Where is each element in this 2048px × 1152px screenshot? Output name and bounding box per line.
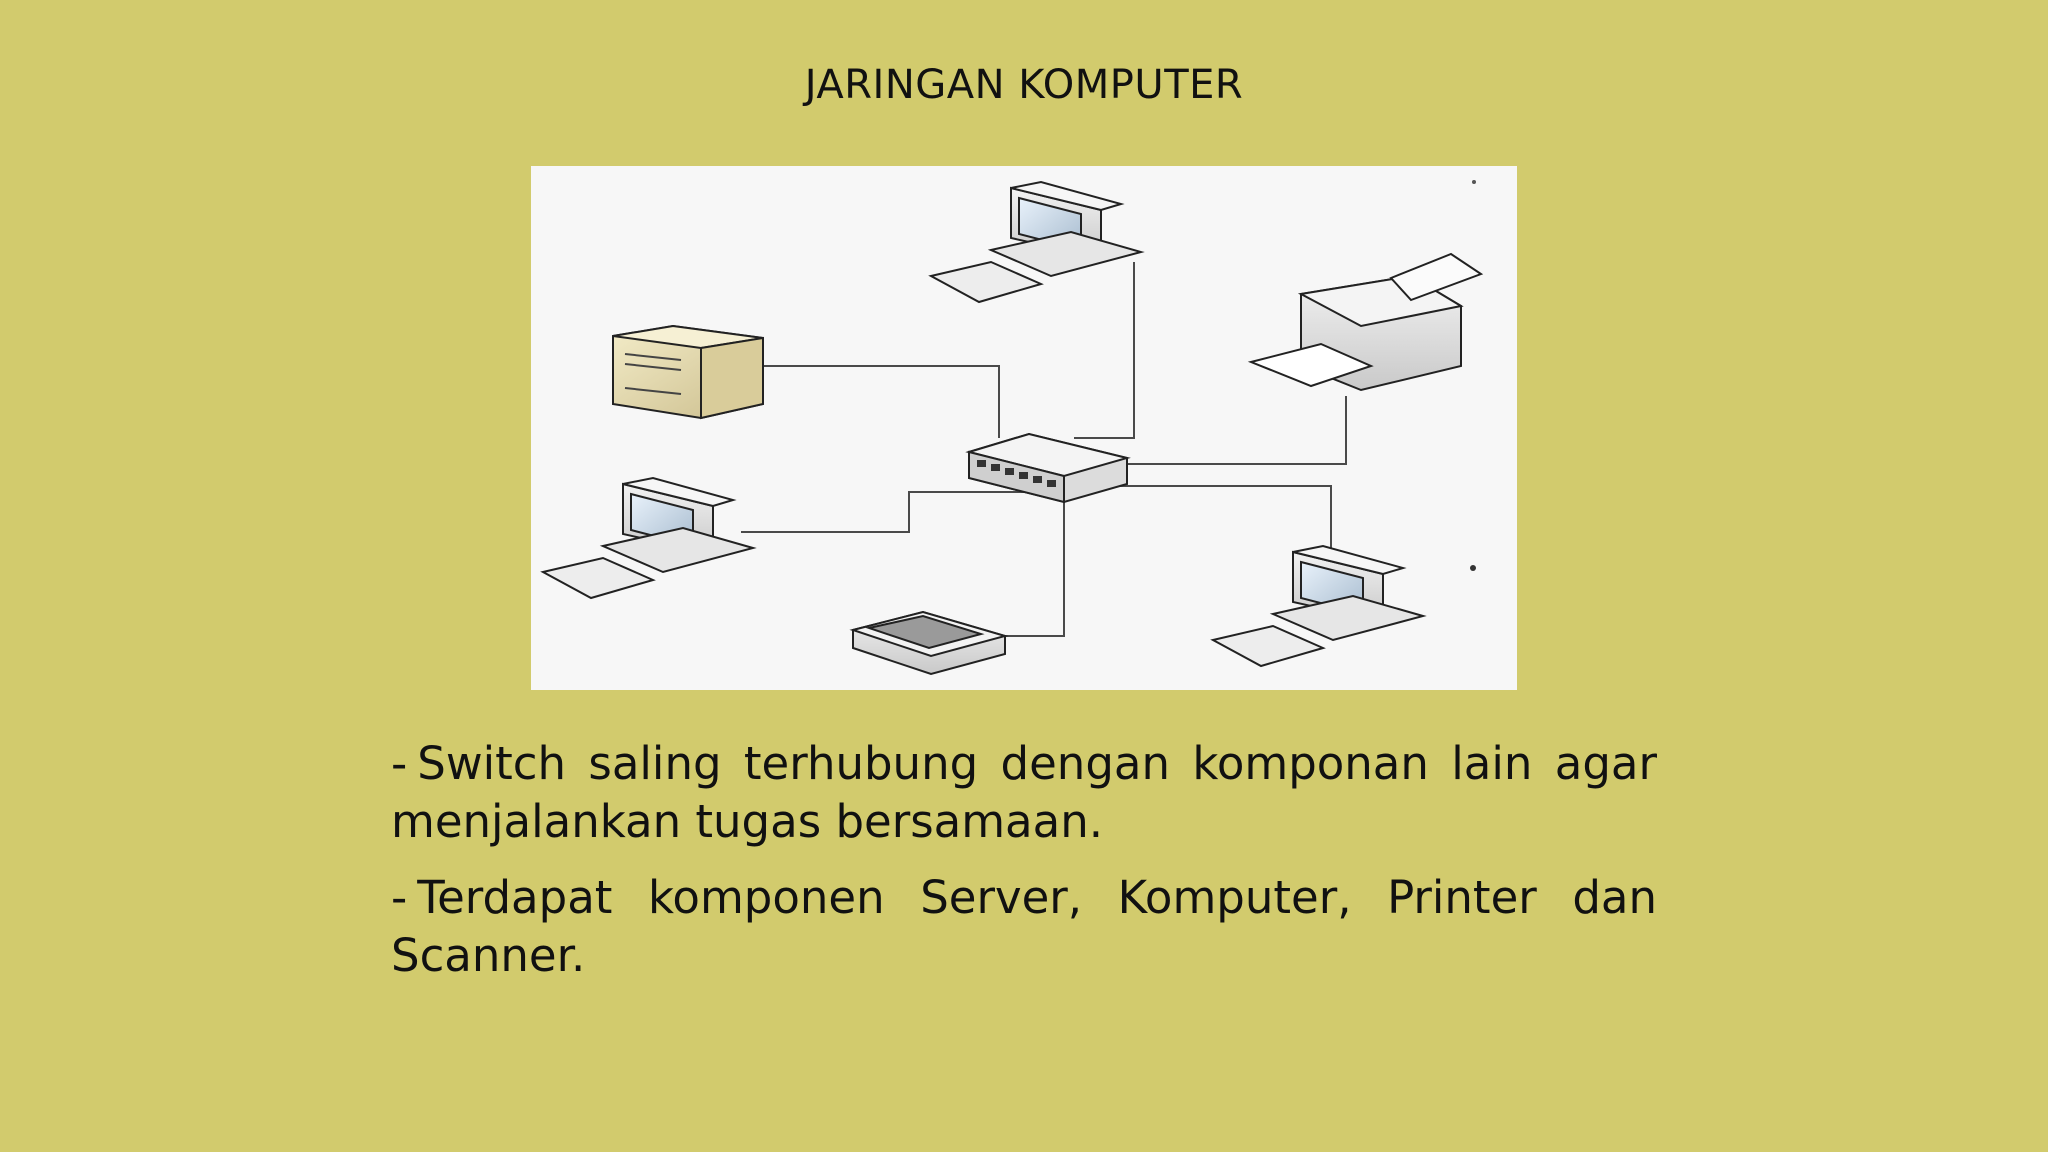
- slide-title: JARINGAN KOMPUTER: [804, 62, 1244, 108]
- link-switch-computer-left: [741, 491, 1051, 533]
- dot-mark: [1470, 565, 1476, 571]
- bullet-item: -Switch saling terhubung dengan komponan…: [391, 735, 1657, 851]
- link-switch-printer: [1123, 396, 1347, 465]
- bullet-marker: -: [391, 871, 408, 924]
- network-diagram: [531, 166, 1517, 690]
- bullet-marker: -: [391, 737, 408, 790]
- bullet-text: Switch saling terhubung dengan komponan …: [391, 737, 1657, 848]
- desktop-computer-icon: [928, 180, 1145, 304]
- dot-mark: [1472, 180, 1476, 184]
- link-switch-server: [761, 365, 1000, 438]
- bullet-item: -Terdapat komponen Server, Komputer, Pri…: [391, 869, 1657, 985]
- desktop-computer-icon: [540, 476, 757, 600]
- connection-lines: [741, 262, 1347, 637]
- desktop-computer-icon: [1210, 544, 1427, 668]
- bullet-list: -Switch saling terhubung dengan komponan…: [391, 735, 1657, 1003]
- network-switch-icon: [965, 432, 1131, 504]
- scanner-icon: [849, 610, 1009, 676]
- link-switch-scanner: [1001, 496, 1065, 637]
- network-diagram-svg: [540, 180, 1484, 676]
- printer-icon: [1247, 252, 1484, 392]
- server-tower-icon: [612, 324, 764, 420]
- link-switch-computer-right: [1116, 485, 1332, 554]
- link-switch-computer-top: [1074, 262, 1135, 439]
- bullet-text: Terdapat komponen Server, Komputer, Prin…: [391, 871, 1657, 982]
